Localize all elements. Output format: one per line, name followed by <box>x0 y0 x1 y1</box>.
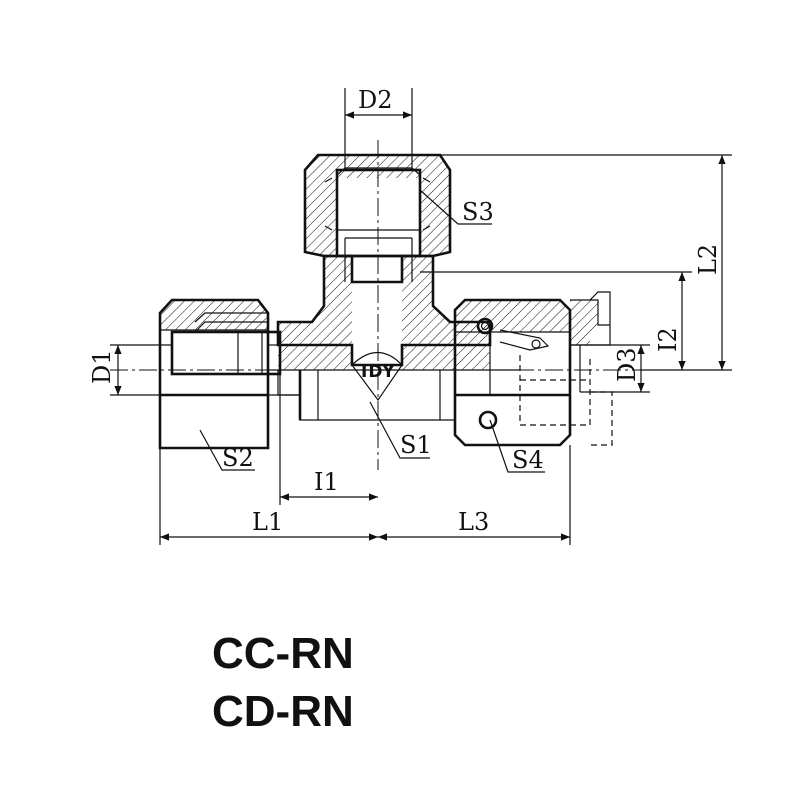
dimension-label-d1: D1 <box>88 349 116 384</box>
part-code-cc-rn: CC-RN <box>212 629 354 678</box>
dimension-label-s2: S2 <box>222 444 254 472</box>
dimension-label-i1: I1 <box>314 468 339 496</box>
dimension-label-l1: L1 <box>252 508 283 536</box>
dimension-label-d3: D3 <box>613 347 641 382</box>
dimension-label-d2: D2 <box>358 86 393 114</box>
dimension-label-s4: S4 <box>512 446 544 474</box>
right-nut-section <box>453 298 580 447</box>
dimension-label-s1: S1 <box>400 431 432 459</box>
brand-mark: IDY <box>361 362 396 382</box>
dimension-label-l2: L2 <box>694 244 722 275</box>
left-nut-section <box>158 298 282 450</box>
centerlines <box>110 140 640 470</box>
dimension-label-i2: I2 <box>654 327 682 352</box>
dimension-label-l3: L3 <box>458 508 489 536</box>
leader-lines <box>199 189 545 473</box>
dimension-label-s3: S3 <box>462 198 494 226</box>
dimension-lines <box>114 111 726 541</box>
part-code-cd-rn: CD-RN <box>212 687 354 736</box>
